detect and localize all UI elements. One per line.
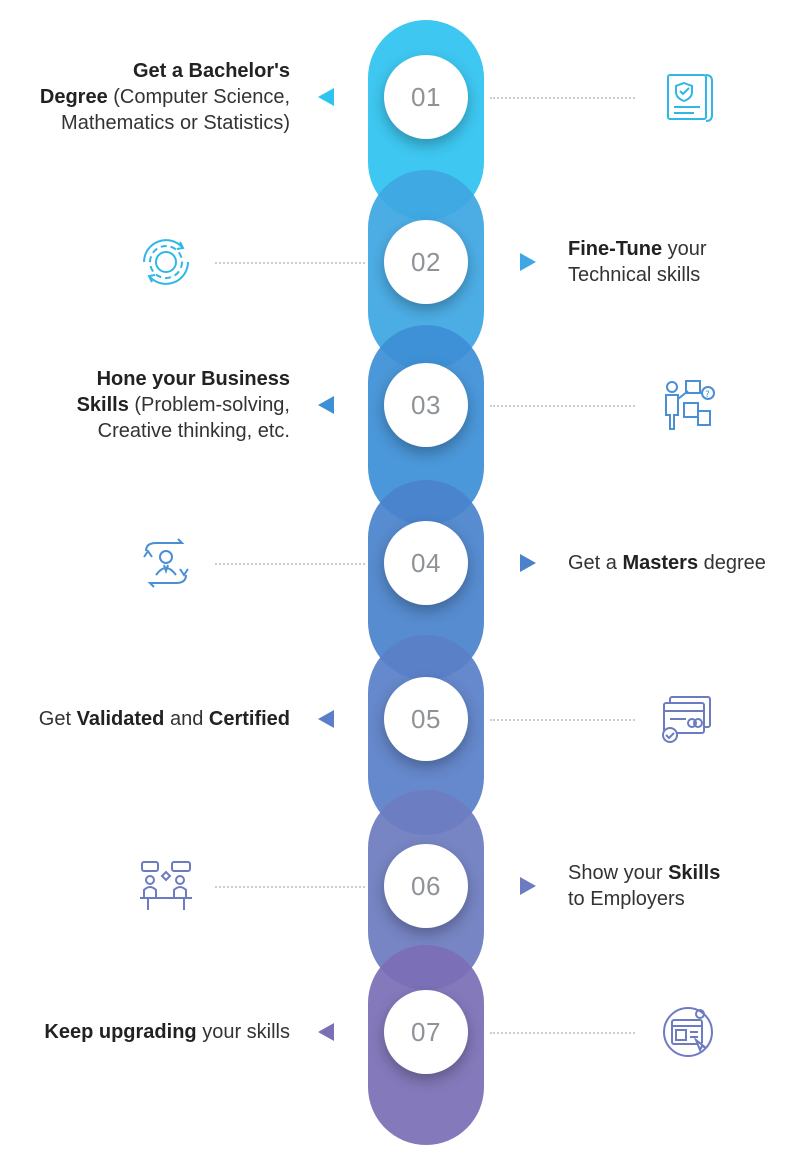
left-pointer-arrow-icon [318, 710, 334, 728]
dashboard-upgrade-icon [656, 1000, 720, 1064]
person-cycle-icon [134, 531, 198, 595]
left-pointer-arrow-icon [318, 396, 334, 414]
step-label-text: (Problem-solving, [128, 394, 290, 416]
step-number-02: 02 [384, 220, 468, 304]
step-label-text: Keep upgrading [44, 1021, 197, 1043]
dotted-connector [490, 1032, 635, 1034]
step-label-text: Mathematics or Statistics) [61, 112, 290, 134]
step-label-text: Get a [568, 552, 623, 574]
step-label-06: Show your Skills to Employers [568, 860, 720, 912]
left-pointer-arrow-icon [318, 88, 334, 106]
right-pointer-arrow-icon [520, 253, 536, 271]
dotted-connector [490, 97, 635, 99]
step-number-06: 06 [384, 844, 468, 928]
step-label-text: and [164, 708, 209, 730]
step-number-03: 03 [384, 363, 468, 447]
gear-cycle-icon [134, 230, 198, 294]
validated-card-icon [656, 687, 720, 751]
svg-text:?: ? [705, 390, 710, 400]
dotted-connector [215, 262, 365, 264]
step-label-text: Certified [208, 708, 290, 730]
step-label-text: Get [38, 708, 77, 730]
step-label-text: Show your [568, 862, 669, 884]
step-label-text: Hone your Business [96, 368, 290, 390]
step-number-04: 04 [384, 521, 468, 605]
step-label-text: Fine-Tune [568, 238, 663, 260]
step-label-07: Keep upgrading your skills [44, 1019, 290, 1045]
step-label-text: your [662, 238, 707, 260]
step-number-07: 07 [384, 990, 468, 1074]
step-label-04: Get a Masters degree [568, 550, 766, 576]
step-label-text: degree [698, 552, 766, 574]
step-number-01: 01 [384, 55, 468, 139]
dotted-connector [490, 405, 635, 407]
step-label-text: Degree [39, 86, 108, 108]
step-label-05: Get Validated and Certified [39, 706, 290, 732]
certificate-scroll-icon [656, 65, 720, 129]
dotted-connector [215, 563, 365, 565]
step-label-text: Skills [668, 862, 721, 884]
step-label-text: to Employers [568, 888, 685, 910]
step-label-text: Skills [76, 394, 129, 416]
right-pointer-arrow-icon [520, 554, 536, 572]
dotted-connector [215, 886, 365, 888]
step-number-05: 05 [384, 677, 468, 761]
step-label-text: Validated [76, 708, 165, 730]
step-label-text: (Computer Science, [107, 86, 290, 108]
step-label-text: Technical skills [568, 264, 701, 286]
left-pointer-arrow-icon [318, 1023, 334, 1041]
right-pointer-arrow-icon [520, 877, 536, 895]
step-label-text: Creative thinking, etc. [97, 420, 290, 442]
interview-meeting-icon [134, 854, 198, 918]
step-label-text: Masters [622, 552, 699, 574]
step-label-text: your skills [196, 1021, 290, 1043]
puzzle-thinking-icon: ? [656, 373, 720, 437]
dotted-connector [490, 719, 635, 721]
step-label-text: Get a Bachelor's [132, 60, 290, 82]
